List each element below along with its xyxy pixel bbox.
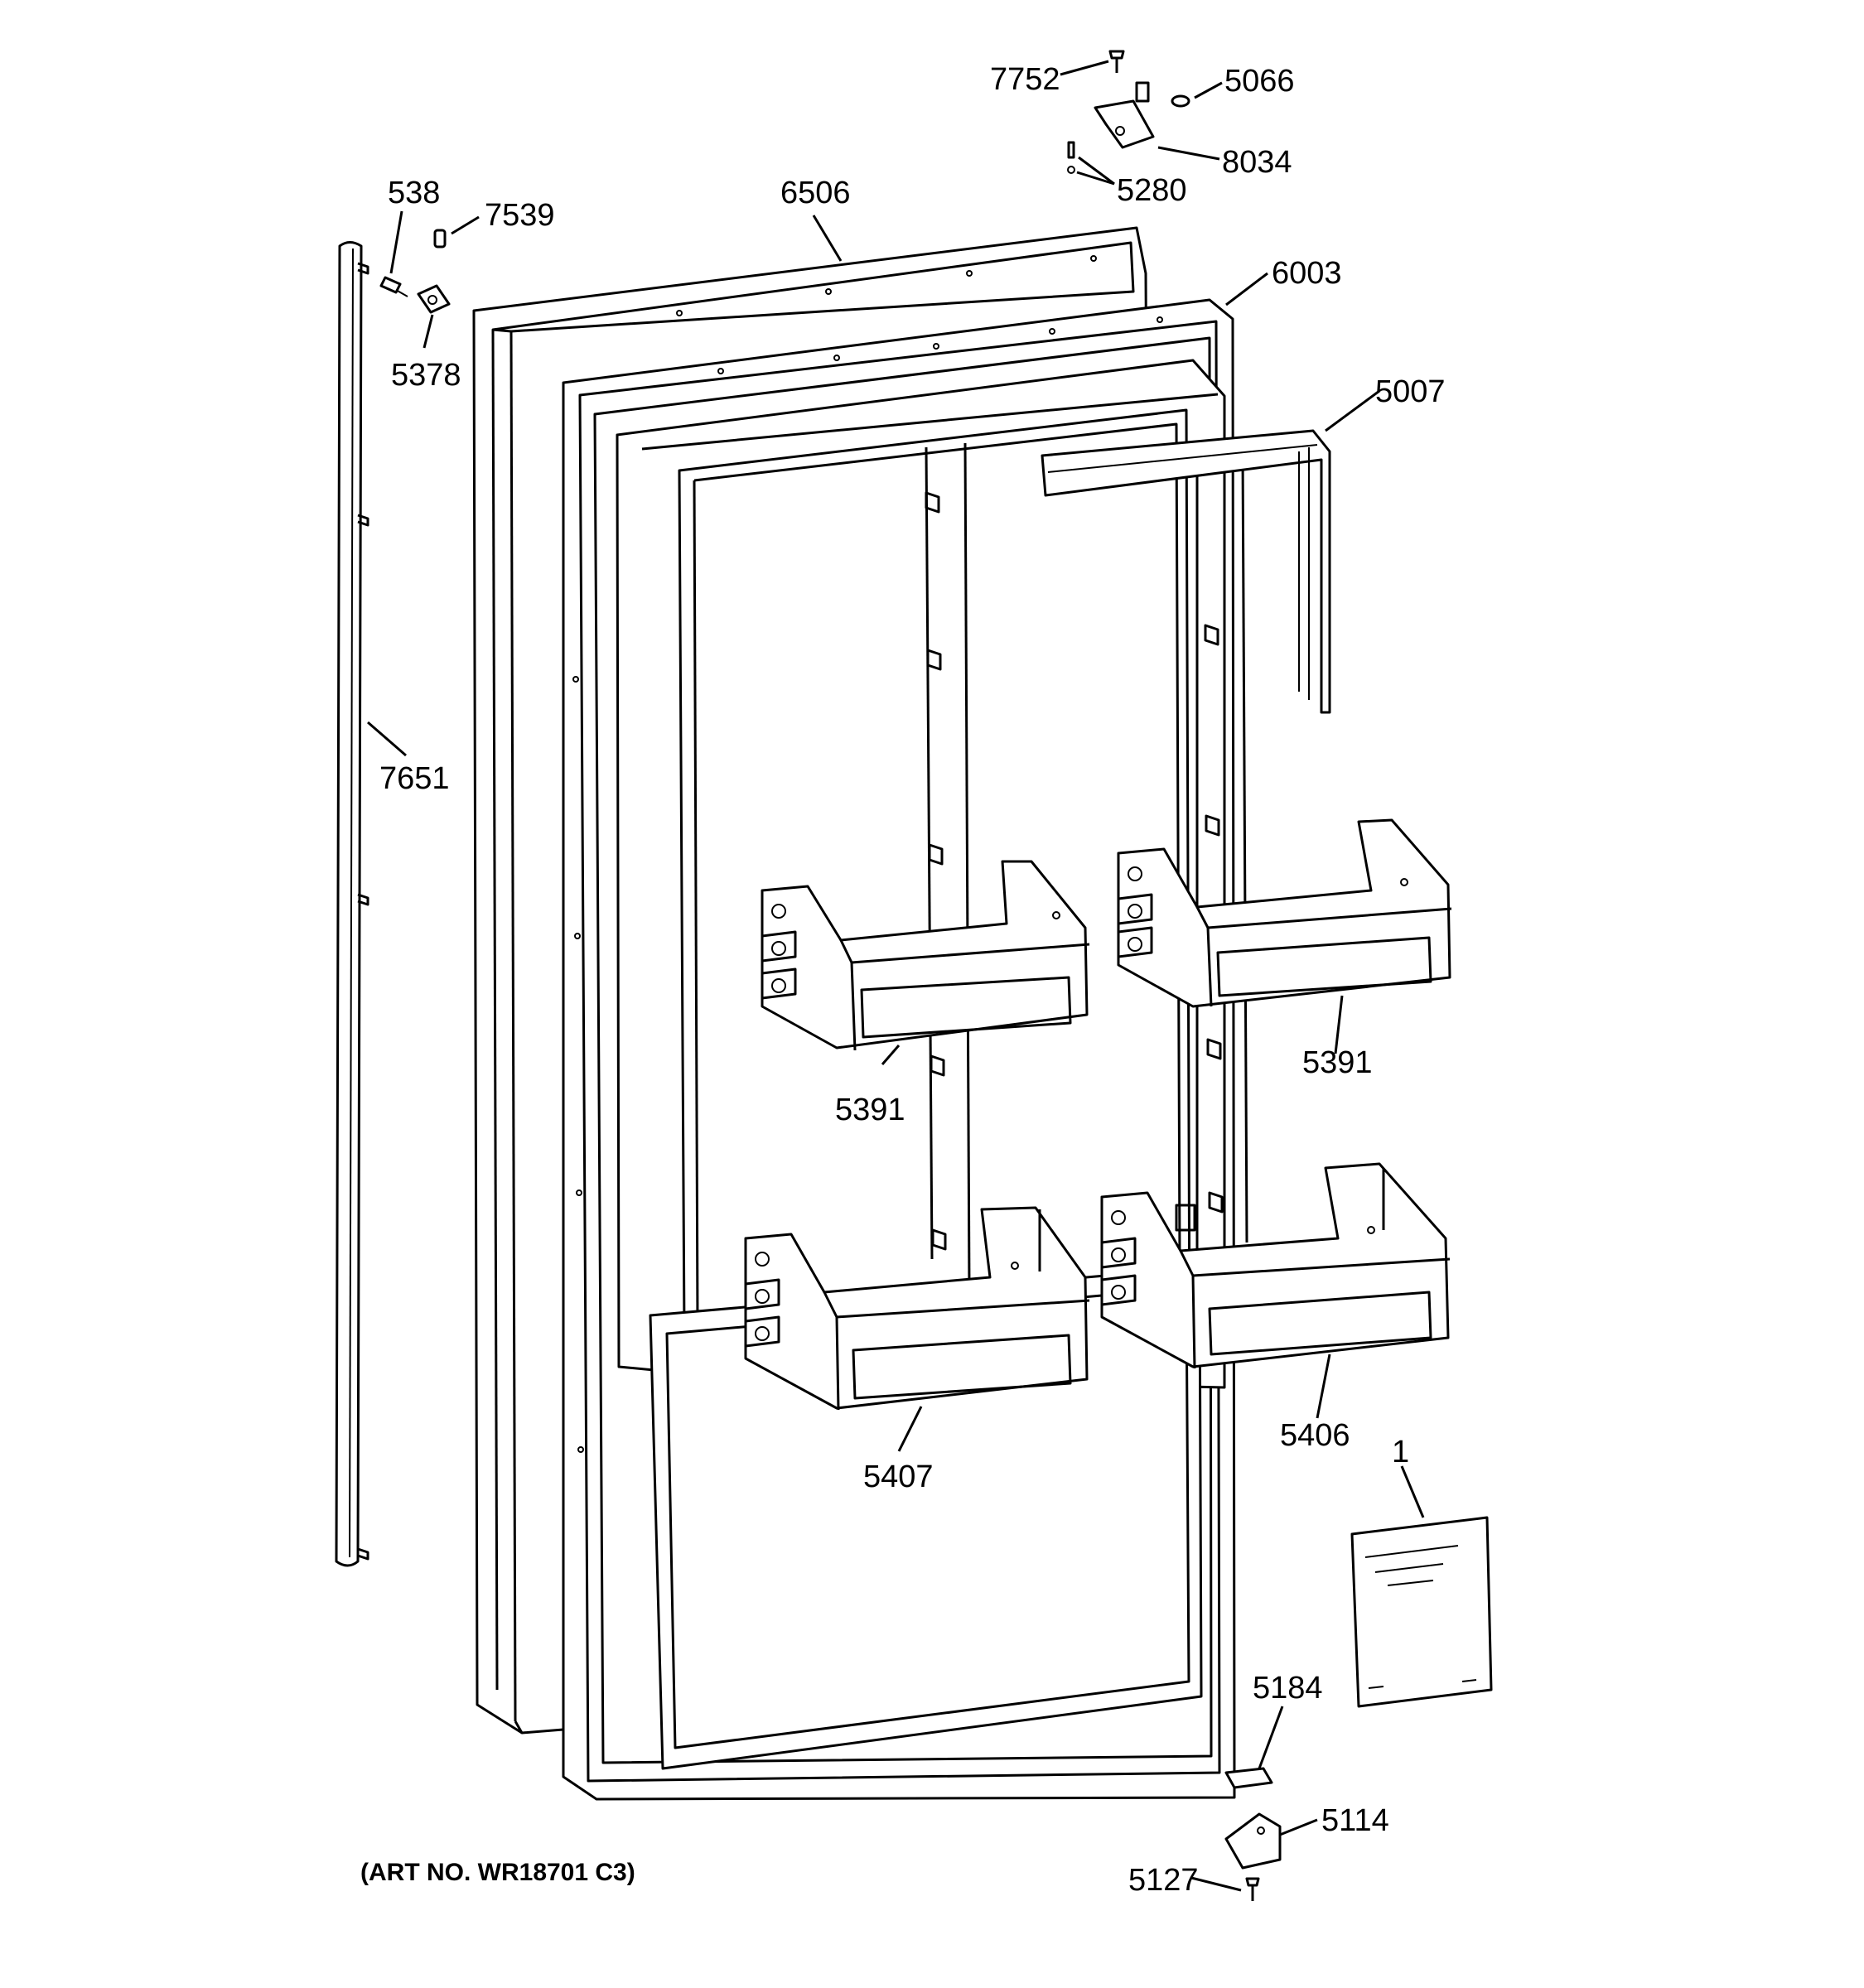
callout-5184: 5184 [1253, 1671, 1323, 1706]
inner-door-liner [616, 359, 1248, 1770]
screw-7752 [1108, 50, 1125, 73]
callout-5391-right: 5391 [1302, 1045, 1373, 1080]
callout-5127: 5127 [1128, 1863, 1199, 1898]
callout-5378: 5378 [391, 358, 461, 393]
hinge-pin-7539 [433, 229, 447, 248]
callout-5406: 5406 [1280, 1418, 1350, 1453]
leader-lines [367, 60, 1425, 1892]
callout-5066: 5066 [1224, 64, 1295, 99]
washer-5066 [1171, 94, 1190, 108]
door-bin-lower-left [744, 1206, 1090, 1411]
callout-8034: 8034 [1222, 145, 1292, 180]
callout-7539: 7539 [485, 198, 555, 233]
callout-5114: 5114 [1321, 1803, 1389, 1838]
bushing-5378 [417, 284, 451, 314]
door-handle-rod [335, 241, 369, 1567]
callout-7651: 7651 [379, 761, 450, 796]
owners-manual-1 [1350, 1516, 1493, 1708]
callout-6506: 6506 [780, 176, 851, 210]
screw-5127 [1245, 1877, 1260, 1901]
hinge-bracket-5114 [1224, 1812, 1282, 1870]
art-number: (ART NO. WR18701 C3) [360, 1859, 635, 1886]
screw-5280 [1067, 141, 1075, 174]
callout-5407: 5407 [863, 1460, 934, 1494]
callout-538: 538 [388, 176, 440, 210]
breaker-strip [1041, 429, 1331, 714]
callout-1: 1 [1392, 1435, 1409, 1469]
door-bin-lower-right [1100, 1162, 1451, 1369]
hinge-8034 [1094, 81, 1155, 149]
callout-5280: 5280 [1117, 173, 1187, 208]
callout-5391-left: 5391 [835, 1093, 905, 1127]
callout-6003: 6003 [1272, 256, 1342, 291]
door-bin-upper-left [761, 860, 1090, 1051]
callout-7752: 7752 [990, 62, 1060, 97]
shim-5184 [1224, 1767, 1273, 1789]
screw-538 [379, 276, 408, 297]
callout-5007: 5007 [1375, 374, 1446, 409]
door-bin-upper-right [1117, 818, 1452, 1008]
